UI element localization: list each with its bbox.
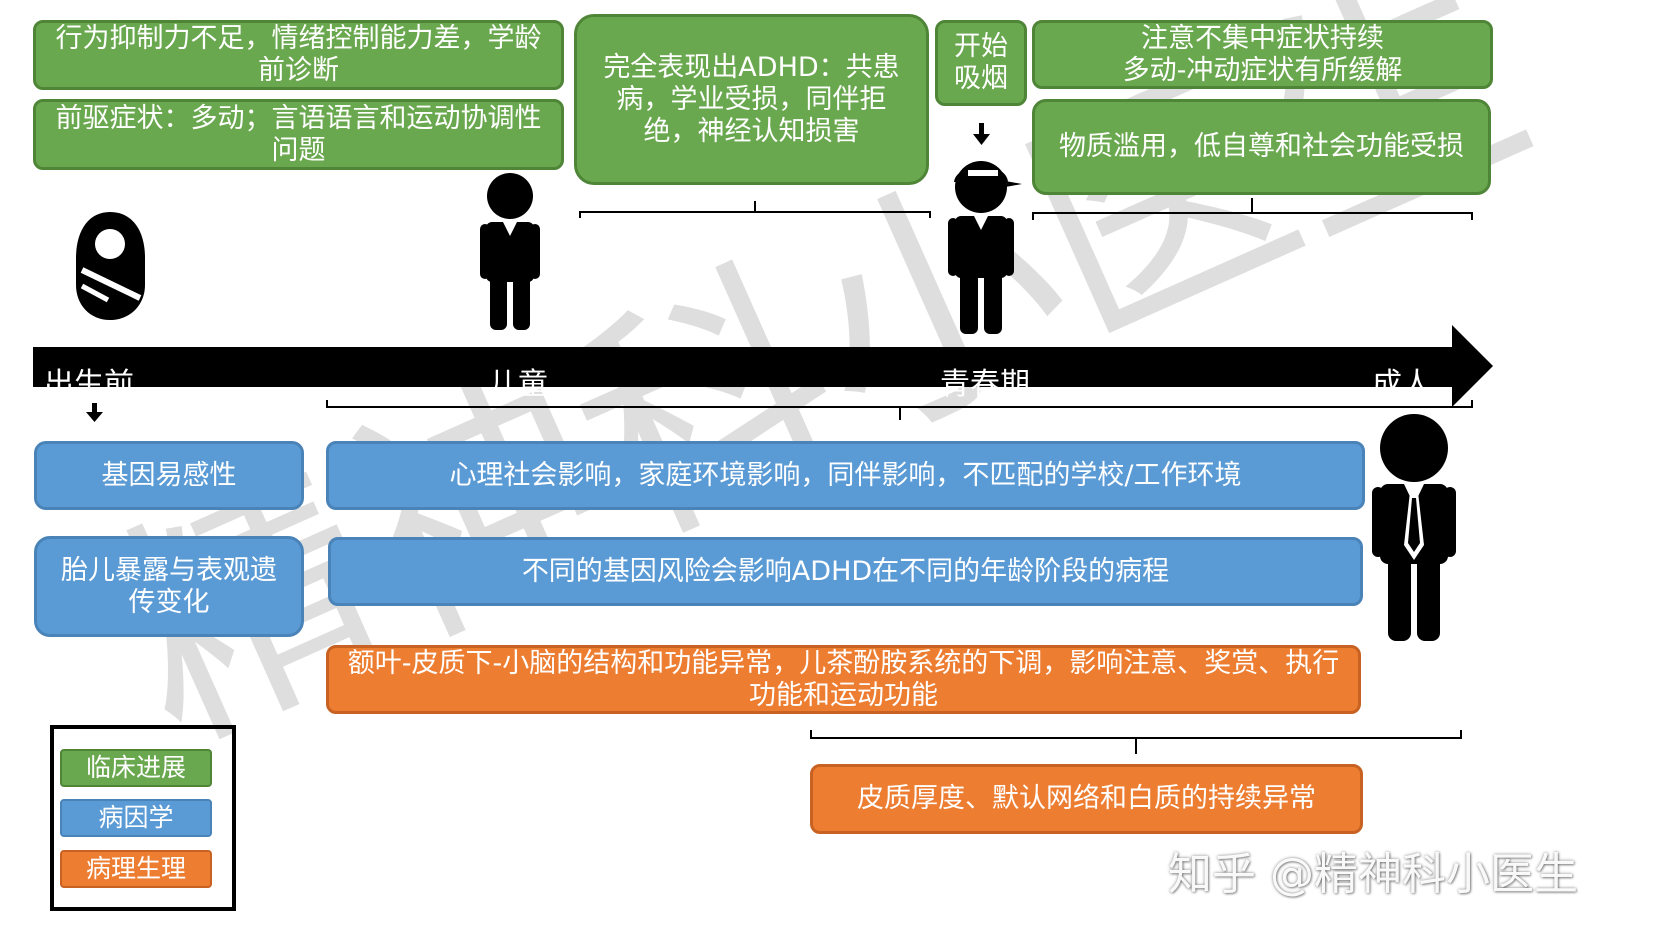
corner-watermark: 知乎 @精神科小医生 [1168, 849, 1578, 900]
clinical-box-substance-abuse: 物质滥用，低自尊和社会功能受损 [1032, 99, 1491, 195]
timeline-label-prenatal: 出生前 [44, 367, 134, 402]
legend-label: 病理生理 [85, 854, 186, 883]
timeline-label-adulthood: 成人 [1372, 367, 1432, 402]
pathophys-box-text: 额叶-皮质下-小脑的结构和功能异常，儿茶酚胺系统的下调，影响注意、奖赏、执行功能… [347, 647, 1340, 711]
clinical-box-text: 物质滥用，低自尊和社会功能受损 [1059, 131, 1464, 162]
legend: 临床进展 病因学 病理生理 [50, 725, 236, 911]
clinical-box-prodromal: 前驱症状：多动；言语语言和运动协调性问题 [33, 99, 564, 170]
clinical-box-text: 开始吸烟 [954, 31, 1008, 94]
etiology-box-text: 基因易感性 [101, 459, 237, 491]
timeline-arrow [33, 325, 1493, 407]
bracket-adult [810, 730, 1462, 754]
child-icon [480, 173, 540, 330]
etiology-box-text: 胎儿暴露与表观遗传变化 [61, 554, 277, 618]
legend-label: 病因学 [98, 803, 174, 832]
etiology-box-fetal-epigenetic: 胎儿暴露与表观遗传变化 [34, 536, 304, 637]
clinical-box-text: 注意不集中症状持续 多动-冲动症状有所缓解 [1122, 22, 1403, 86]
adult-tie-icon [1372, 414, 1456, 641]
pathophys-box-cortical: 皮质厚度、默认网络和白质的持续异常 [810, 764, 1363, 834]
clinical-box-preschool: 行为抑制力不足，情绪控制能力差，学龄前诊断 [33, 20, 564, 90]
etiology-box-text: 不同的基因风险会影响ADHD在不同的年龄阶段的病程 [521, 555, 1170, 587]
pathophys-box-frontostriatal: 额叶-皮质下-小脑的结构和功能异常，儿茶酚胺系统的下调，影响注意、奖赏、执行功能… [326, 645, 1361, 714]
clinical-box-text: 完全表现出ADHD：共患病，学业受损，同伴拒绝，神经认知损害 [603, 51, 900, 147]
etiology-box-genetic: 基因易感性 [34, 441, 304, 510]
clinical-box-symptoms-persist: 注意不集中症状持续 多动-冲动症状有所缓解 [1032, 20, 1493, 89]
legend-item-clinical: 临床进展 [60, 749, 212, 787]
down-arrow-icon [86, 403, 103, 422]
bracket-childhood [579, 201, 931, 218]
legend-item-etiology: 病因学 [60, 799, 212, 837]
timeline-label-childhood: 儿童 [488, 367, 548, 402]
clinical-box-text: 行为抑制力不足，情绪控制能力差，学龄前诊断 [55, 23, 542, 86]
clinical-box-full-adhd: 完全表现出ADHD：共患病，学业受损，同伴拒绝，神经认知损害 [574, 14, 929, 185]
baby-icon [76, 212, 145, 320]
legend-item-pathophysiology: 病理生理 [60, 850, 212, 888]
bracket-adolescence [1032, 198, 1473, 220]
down-arrow-icon [973, 123, 990, 145]
bracket-timeline [326, 400, 1473, 420]
timeline-label-adolescence: 青春期 [940, 367, 1030, 402]
etiology-box-text: 心理社会影响，家庭环境影响，同伴影响，不匹配的学校/工作环境 [449, 459, 1242, 491]
etiology-box-genetic-risk: 不同的基因风险会影响ADHD在不同的年龄阶段的病程 [328, 537, 1363, 606]
pathophys-box-text: 皮质厚度、默认网络和白质的持续异常 [857, 783, 1316, 814]
clinical-box-smoking: 开始吸烟 [935, 20, 1027, 106]
teen-cap-icon [948, 161, 1022, 334]
legend-label: 临床进展 [85, 753, 186, 782]
etiology-box-psychosocial: 心理社会影响，家庭环境影响，同伴影响，不匹配的学校/工作环境 [326, 441, 1365, 510]
clinical-box-text: 前驱症状：多动；言语语言和运动协调性问题 [55, 102, 542, 166]
